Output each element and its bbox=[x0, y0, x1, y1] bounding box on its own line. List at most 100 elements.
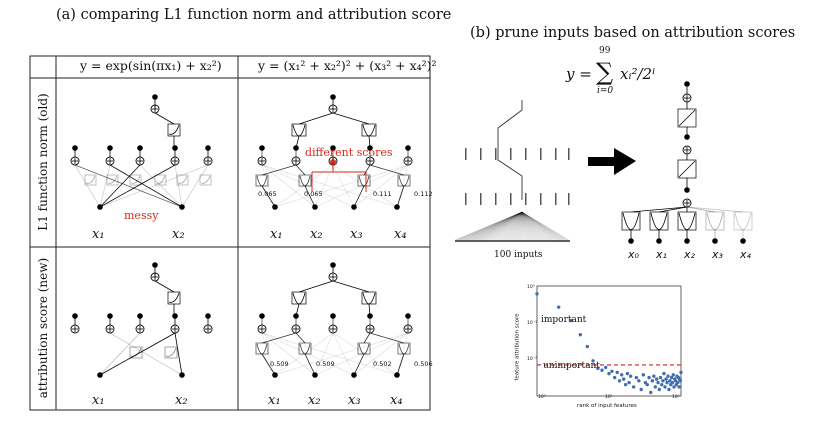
edge bbox=[261, 164, 398, 208]
edge bbox=[369, 332, 405, 344]
input-edge bbox=[521, 211, 558, 241]
layer-mark bbox=[555, 193, 557, 205]
scatter-point bbox=[653, 385, 658, 389]
col1-equation: y = exp(sin(πx₁) + x₂²) bbox=[80, 58, 222, 73]
input-edge bbox=[491, 211, 523, 241]
input-edge bbox=[521, 211, 556, 241]
input-edge bbox=[506, 211, 523, 241]
layer-mark bbox=[495, 148, 497, 160]
input-edge bbox=[457, 211, 523, 241]
activation-box bbox=[291, 123, 307, 137]
edge bbox=[154, 280, 175, 293]
y-tick-label: 10⁻¹ bbox=[527, 321, 537, 326]
input-edge bbox=[513, 211, 523, 241]
scatter-xlabel: rank of input features bbox=[577, 403, 637, 409]
node bbox=[712, 238, 718, 244]
scatter-point bbox=[619, 373, 624, 377]
edge bbox=[314, 332, 409, 376]
edge bbox=[174, 332, 183, 376]
input-edge bbox=[519, 211, 523, 241]
scatter-point bbox=[621, 377, 626, 381]
input-edge bbox=[468, 211, 523, 241]
edge bbox=[304, 185, 316, 208]
input-edge bbox=[521, 211, 553, 241]
input-edge bbox=[492, 211, 523, 241]
row2-label: attribution score (new) bbox=[36, 257, 50, 399]
table-border bbox=[29, 55, 431, 411]
input-edge bbox=[521, 211, 551, 241]
input-edge bbox=[465, 211, 523, 241]
input-edge bbox=[521, 211, 536, 241]
different-scores-annotation: different scores bbox=[305, 146, 393, 159]
input-edge bbox=[521, 211, 528, 241]
node bbox=[628, 238, 634, 244]
input-edge bbox=[469, 211, 523, 241]
edge bbox=[353, 185, 365, 208]
input-edge bbox=[454, 211, 523, 241]
input-label: x₃ bbox=[348, 393, 361, 408]
score-label: 0.112 bbox=[414, 190, 433, 198]
edge bbox=[630, 206, 688, 213]
input-edge bbox=[521, 211, 560, 241]
activation-curve bbox=[678, 109, 696, 127]
input-label: x₁ bbox=[270, 227, 283, 242]
input-edge bbox=[505, 211, 523, 241]
activation-curve bbox=[85, 175, 96, 184]
input-edge bbox=[521, 211, 555, 241]
input-edge bbox=[521, 211, 530, 241]
scatter-point bbox=[634, 375, 639, 380]
layer-mark bbox=[540, 148, 542, 160]
scatter-point bbox=[556, 305, 561, 309]
input-edge bbox=[500, 211, 523, 241]
unimportant-label: unimportant bbox=[543, 361, 600, 371]
input-edge bbox=[481, 211, 523, 241]
edge bbox=[261, 164, 276, 208]
tree-row2-col2 bbox=[255, 262, 413, 378]
activation-curve bbox=[398, 343, 410, 355]
input-edge bbox=[521, 211, 569, 241]
activation-curve bbox=[358, 175, 370, 187]
activation-box bbox=[621, 211, 641, 231]
scatter-point bbox=[617, 379, 622, 383]
input-edge bbox=[501, 211, 523, 241]
input-label: x₄ bbox=[390, 393, 403, 408]
input-edge bbox=[507, 211, 523, 241]
edge bbox=[261, 332, 398, 376]
input-edge bbox=[521, 211, 549, 241]
edge bbox=[369, 164, 405, 176]
edge bbox=[295, 303, 300, 317]
pruned-input-label: x₁ bbox=[656, 248, 667, 261]
edge bbox=[686, 206, 744, 213]
activation-curve bbox=[256, 175, 268, 187]
input-edge bbox=[521, 211, 534, 241]
edge bbox=[353, 353, 365, 376]
edge bbox=[396, 332, 409, 376]
edge bbox=[99, 164, 176, 208]
inputs-label: 100 inputs bbox=[494, 250, 543, 260]
edge bbox=[261, 332, 276, 376]
scatter-point bbox=[656, 380, 660, 385]
edge bbox=[368, 303, 371, 317]
equation-sum-top: 99 bbox=[599, 46, 611, 56]
edge bbox=[298, 112, 334, 125]
equation-term: xᵢ²/2ⁱ bbox=[620, 65, 656, 83]
activation-box bbox=[649, 211, 669, 231]
score-label: 0.509 bbox=[316, 360, 335, 368]
input-edge bbox=[521, 211, 533, 241]
edge bbox=[295, 164, 306, 176]
edge bbox=[99, 332, 176, 376]
panel-a-title: (a) comparing L1 function norm and attri… bbox=[56, 7, 452, 23]
scatter-point bbox=[591, 359, 595, 363]
edge bbox=[304, 353, 316, 376]
scatter-point bbox=[667, 387, 671, 392]
activation-curve bbox=[107, 175, 118, 184]
activation-curve bbox=[292, 292, 306, 305]
edge bbox=[396, 185, 405, 208]
input-edge bbox=[462, 211, 523, 241]
input-edge bbox=[516, 211, 523, 241]
layer-mark bbox=[568, 148, 570, 160]
pruned-network bbox=[621, 81, 753, 244]
equation-lhs: y = bbox=[566, 65, 592, 83]
edge bbox=[99, 164, 209, 208]
scatter-point bbox=[668, 379, 672, 383]
